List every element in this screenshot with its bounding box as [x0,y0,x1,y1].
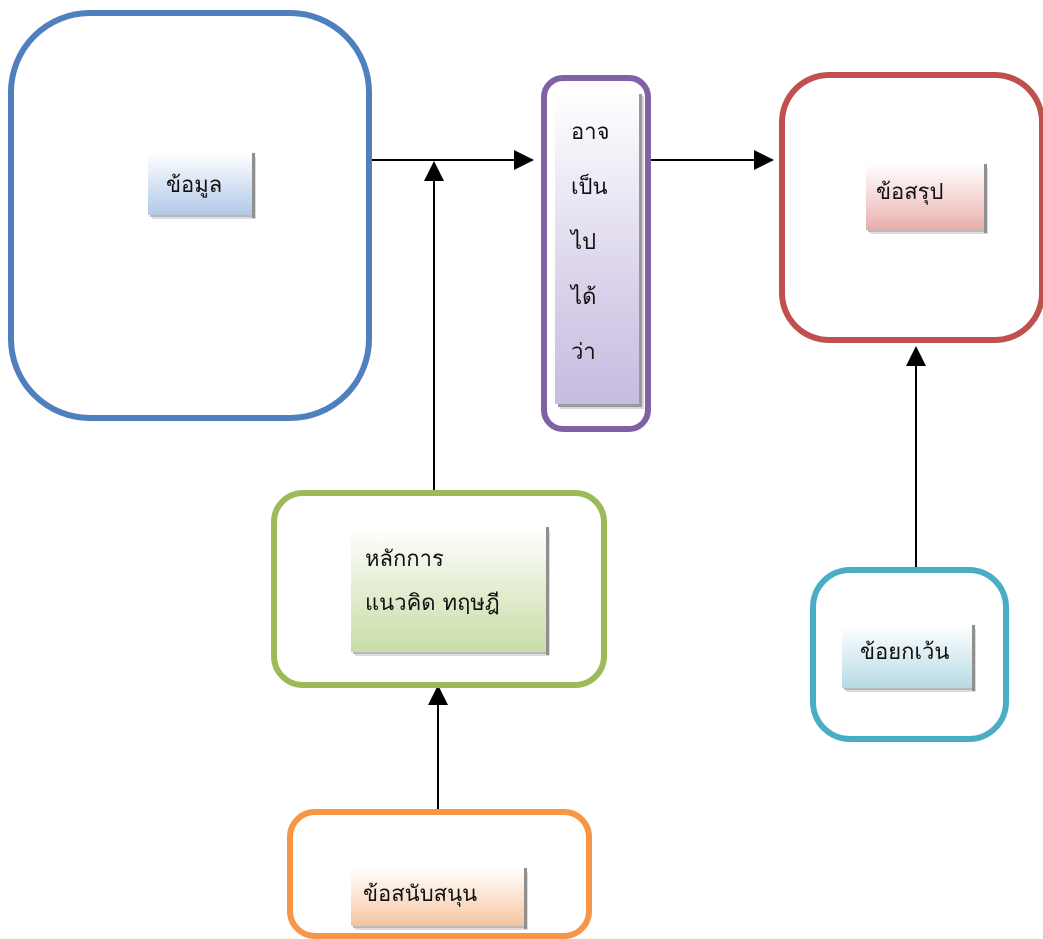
possibility-line-5: ว่า [571,340,596,365]
possibility-line-3: ไป [571,230,597,255]
support-label-text: ข้อสนับสนุน [363,882,478,907]
possibility-line-1: อาจ [571,120,610,145]
data-label-text: ข้อมูล [166,173,223,198]
principles-label: หลักการ แนวคิด ทฤษฎี [351,527,549,655]
exception-label-text: ข้อยกเว้น [860,640,950,665]
data-label: ข้อมูล [148,153,255,218]
possibility-line-2: เป็น [571,175,608,200]
conclusion-box [779,72,1043,343]
possibility-line-4: ได้ [571,285,597,310]
possibility-text: อาจ เป็น ไป ได้ ว่า [555,91,639,404]
principles-line-2: แนวคิด ทฤษฎี [365,591,500,616]
principles-line-1: หลักการ [365,547,444,572]
data-box [8,10,372,421]
exception-label: ข้อยกเว้น [842,625,975,691]
support-label: ข้อสนับสนุน [351,868,527,929]
conclusion-label: ข้อสรุป [866,164,987,233]
conclusion-label-text: ข้อสรุป [876,180,944,205]
